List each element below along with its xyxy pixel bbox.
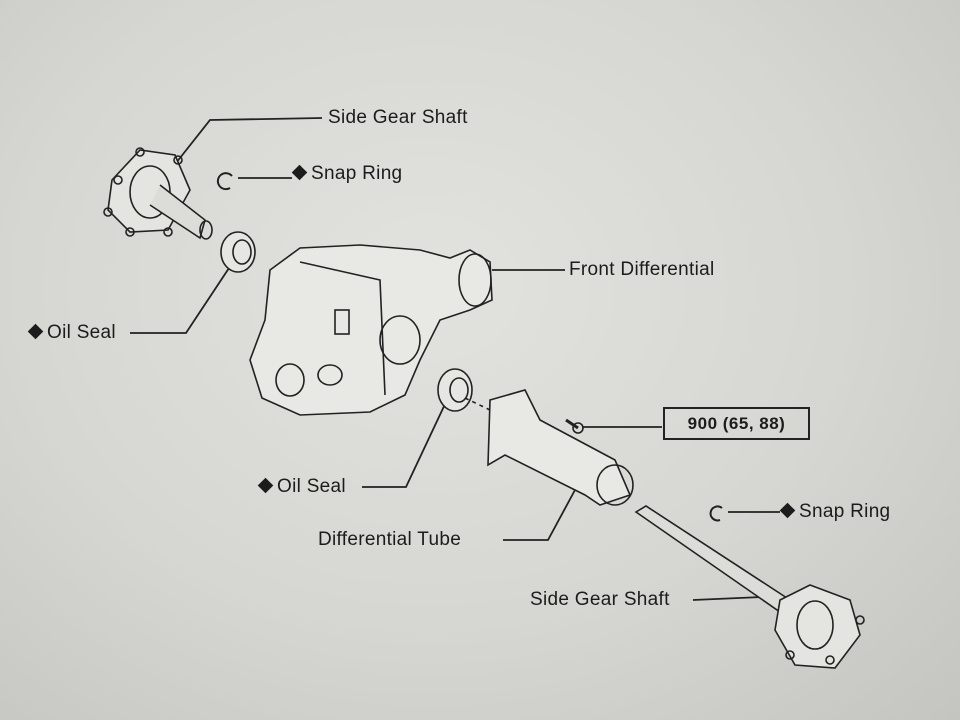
label-snap-ring-bottom: Snap Ring (779, 501, 891, 523)
label-side-gear-shaft-top: Side Gear Shaft (328, 107, 468, 128)
label-differential-tube: Differential Tube (318, 529, 462, 550)
diamond-icon (27, 323, 44, 340)
leader-lines (130, 117, 780, 601)
side-gear-shaft-top-part (103, 147, 213, 240)
label-front-differential: Front Differential (569, 259, 715, 280)
bolt-part (565, 418, 584, 434)
torque-spec-box: 900 (65, 88) (663, 407, 810, 440)
label-text: Snap Ring (311, 163, 403, 184)
label-text: Oil Seal (277, 476, 346, 497)
front-differential-part (249, 244, 493, 416)
label-snap-ring-top: Snap Ring (291, 163, 403, 185)
snap-ring-bottom-part (709, 505, 723, 522)
oil-seal-left-part (220, 231, 256, 273)
label-oil-seal-middle: Oil Seal (257, 476, 346, 498)
label-oil-seal-left: Oil Seal (27, 322, 116, 344)
side-gear-shaft-bottom-part (634, 505, 865, 669)
diamond-icon (779, 502, 796, 519)
label-text: Snap Ring (799, 501, 891, 522)
diamond-icon (257, 477, 274, 494)
label-side-gear-shaft-bottom: Side Gear Shaft (530, 589, 670, 610)
label-text: Oil Seal (47, 322, 116, 343)
snap-ring-top-part (216, 172, 233, 191)
oil-seal-middle-part (437, 368, 473, 412)
differential-tube-part (464, 389, 634, 506)
diamond-icon (291, 164, 308, 181)
